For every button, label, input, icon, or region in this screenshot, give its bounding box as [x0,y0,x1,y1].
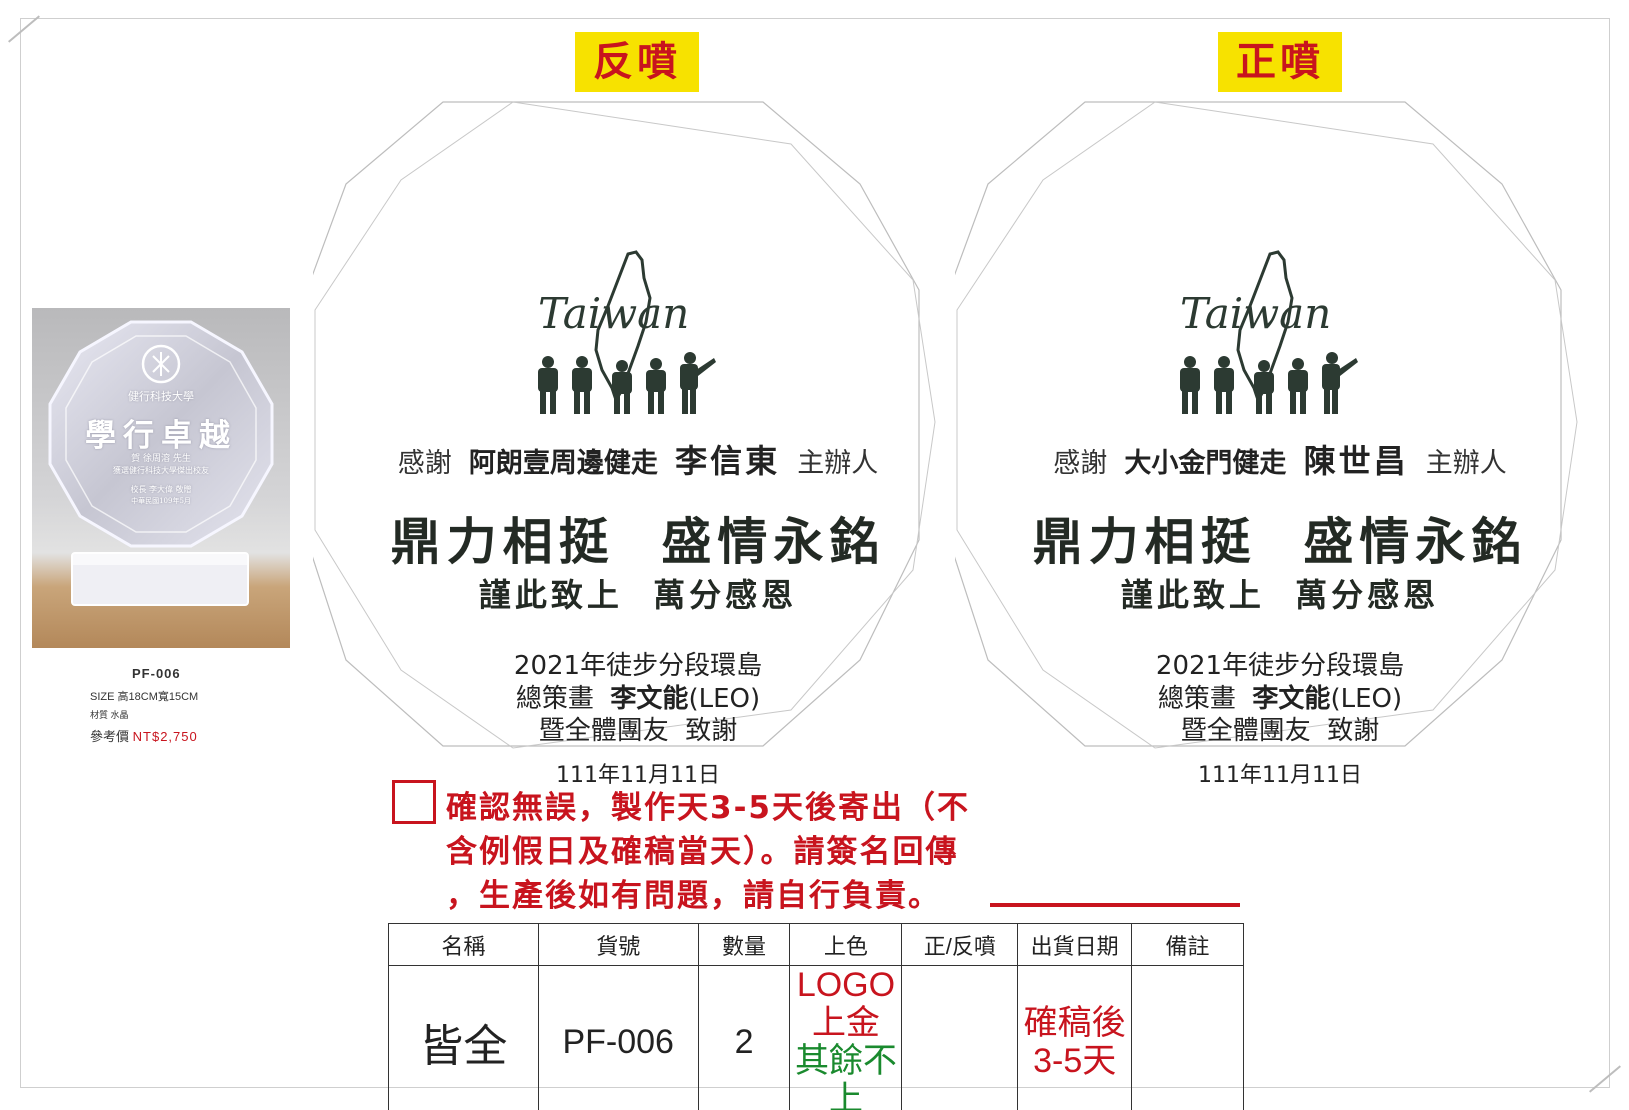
plate-outline [313,101,936,749]
plate-info-3: 暨全體團友 致謝 [1180,716,1380,746]
event-name: 阿朗壹周邊健走 [468,448,658,479]
product-code: PF-006 [132,666,181,681]
cell-code: PF-006 [537,965,699,1110]
crystal-line4: 中華民國109年5月 [131,497,191,505]
table-row: 皆全 PF-006 2 LOGO上金 其餘不上 確稿後 3-5天 [388,965,1244,1110]
honoree-name: 李信東 [675,442,781,480]
product-size: SIZE 高18CM寬15CM [90,691,199,703]
header-name: 名稱 [388,923,539,966]
tag-front-print: 正噴 [1218,32,1342,92]
header-ship-date: 出貨日期 [1017,923,1133,966]
table-header-row: 名稱 貨號 數量 上色 正/反噴 出貨日期 備註 [388,923,1244,966]
header-color: 上色 [789,923,903,966]
plate-slogan-2: 謹此致上 萬分感恩 [1120,576,1440,614]
event-name: 大小金門健走 [1124,448,1287,479]
cell-name: 皆全 [388,965,539,1110]
plate-info-1: 2021年徒步分段環島 [513,651,763,681]
honoree-name: 陳世昌 [1303,442,1409,480]
plate-info-2: 總策畫 李文能(LEO) [1157,684,1403,714]
product-material: 材質 水晶 [90,710,129,720]
crystal-line1: 賀 徐周溶 先生 [131,454,191,464]
plate-info-2: 總策畫 李文能(LEO) [515,684,761,714]
confirm-text-line-3: ，生產後如有問題，請自行負責。 [446,878,941,914]
plate-outline [955,101,1578,749]
plate-date: 111年11月11日 [1198,763,1362,788]
header-qty: 數量 [697,923,791,966]
cell-spray [901,965,1019,1110]
plate-info-1: 2021年徒步分段環島 [1155,651,1405,681]
header-spray: 正/反噴 [901,923,1019,966]
svg-text:Taiwan: Taiwan [538,289,689,338]
crystal-line2: 獲選健行科技大學傑出校友 [113,466,209,475]
crystal-line3: 校長 李大偉 敬贈 [130,485,192,494]
plate-design-reverse: Taiwan 感謝 阿朗壹周邊健走 李信東 主辦人 鼎力相挺 盛情永銘 謹此致上… [313,100,963,788]
cell-qty: 2 [697,965,791,1110]
plate-thanks-line: 感謝 阿朗壹周邊健走 李信東 主辦人 [397,442,879,480]
plate-thanks-line: 感謝 大小金門健走 陳世昌 主辦人 [1053,442,1507,480]
plate-date: 111年11月11日 [556,763,720,788]
taiwan-hikers-logo: Taiwan [1180,250,1358,414]
plate-slogan-2: 謹此致上 萬分感恩 [478,576,798,614]
signature-line[interactable] [990,903,1240,907]
plate-slogan-1: 鼎力相挺 盛情永銘 [1032,512,1528,571]
svg-text:Taiwan: Taiwan [1180,289,1331,338]
plate-design-front: Taiwan 感謝 大小金門健走 陳世昌 主辦人 鼎力相挺 盛情永銘 謹此致上 … [955,100,1605,788]
product-price: 參考價 NT$2,750 [90,729,198,744]
header-note: 備註 [1131,923,1244,966]
confirm-checkbox[interactable] [392,780,436,824]
plate-info-3: 暨全體團友 致謝 [538,716,738,746]
order-table: 名稱 貨號 數量 上色 正/反噴 出貨日期 備註 皆全 PF-006 2 LOG… [388,923,1244,1110]
cell-color: LOGO上金 其餘不上 [789,965,903,1110]
crystal-image [48,320,274,606]
confirm-text-line-1: 確認無誤，製作天3-5天後寄出（不 [446,790,971,826]
cell-note [1131,965,1244,1110]
tag-reverse-print: 反噴 [575,32,699,92]
product-photo: 健行科技大學 學行卓越 賀 徐周溶 先生 獲選健行科技大學傑出校友 校長 李大偉… [32,308,290,648]
cell-ship-date: 確稿後 3-5天 [1017,965,1133,1110]
plate-slogan-1: 鼎力相挺 盛情永銘 [390,512,886,571]
confirm-text-line-2: 含例假日及確稿當天）。請簽名回傳 [446,834,959,870]
taiwan-hikers-logo: Taiwan [538,250,716,414]
crystal-school: 健行科技大學 [128,390,194,403]
header-code: 貨號 [537,923,699,966]
crystal-slogan: 學行卓越 [85,418,237,454]
